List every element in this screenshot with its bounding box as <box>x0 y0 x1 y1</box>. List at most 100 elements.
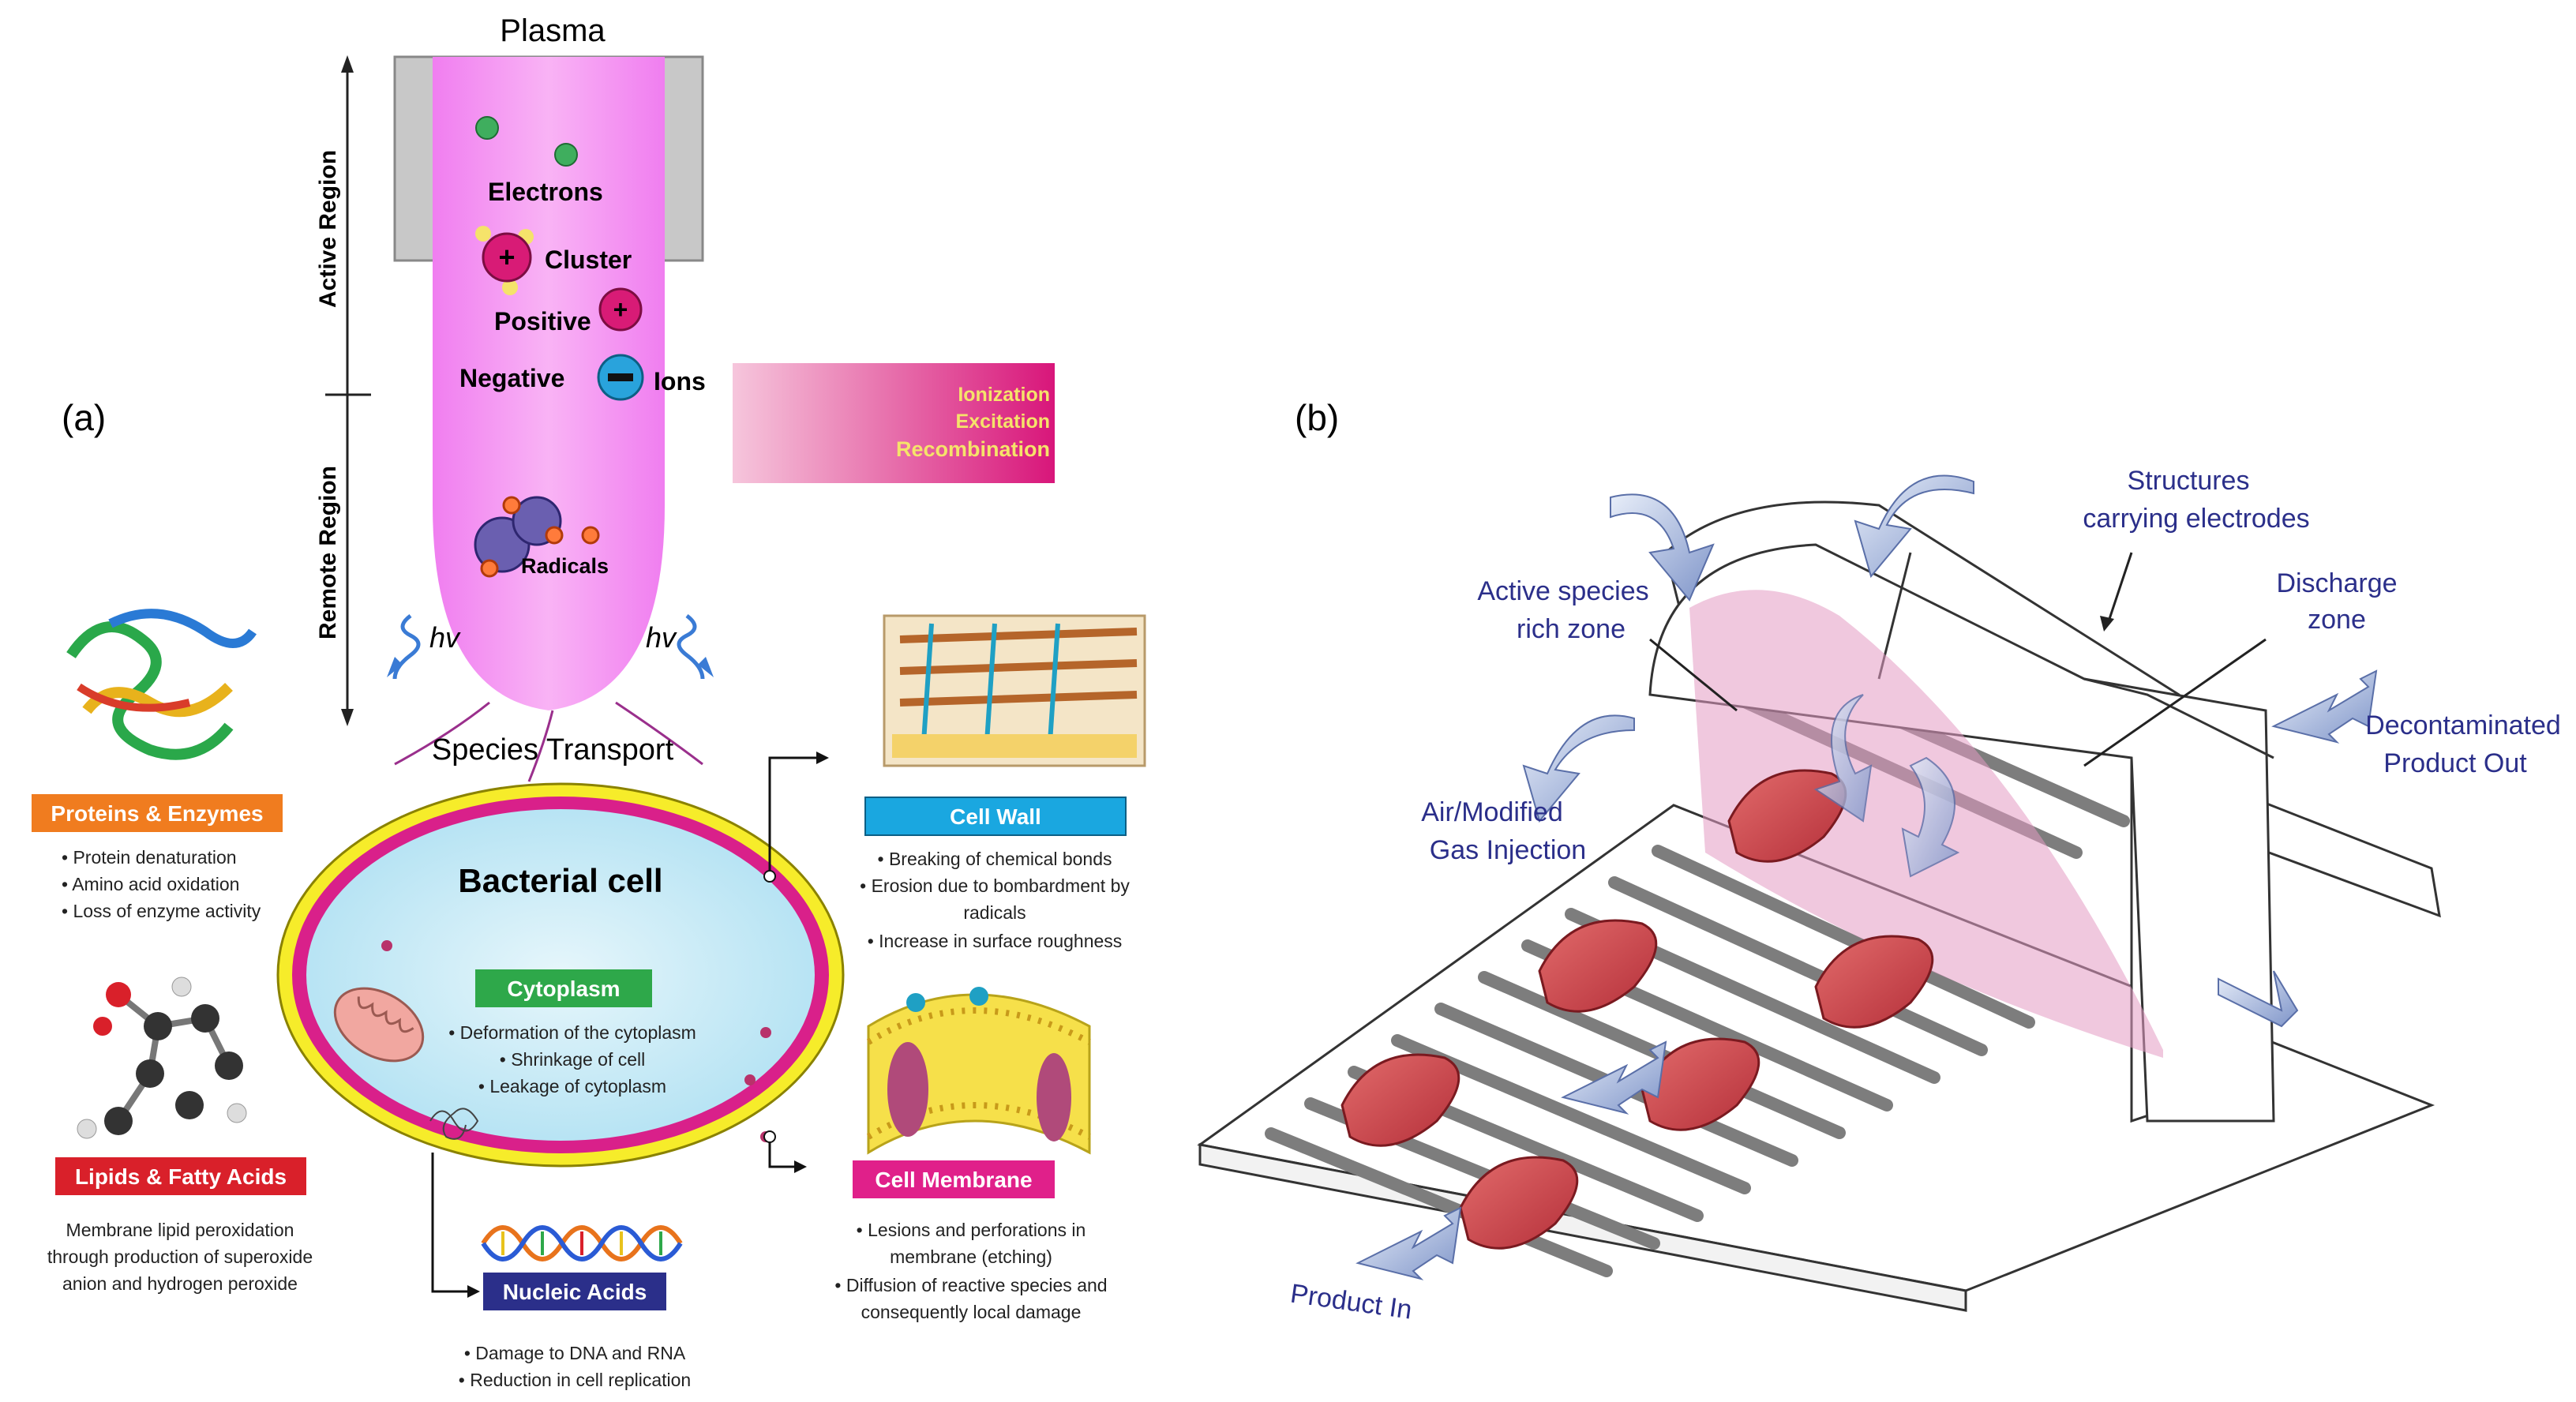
cluster-ion-icon <box>482 232 532 283</box>
nucleic-connector <box>431 1153 472 1293</box>
nucleic-acids-title: Nucleic Acids <box>503 1280 647 1304</box>
tunnel-seam <box>2083 677 2274 759</box>
arrow-right-icon <box>816 752 829 764</box>
meat-icon <box>1459 1156 1579 1250</box>
cytoplasm-bullet-3: • Leakage of cytoplasm <box>478 1076 666 1096</box>
electrons-label: Electrons <box>488 178 603 206</box>
cell-wall-label-box <box>864 797 1127 836</box>
panel-a: (a) Plasma Active Region Remote Region E… <box>32 13 1146 1390</box>
input-arrow-icon <box>1355 1206 1462 1280</box>
mitochondrion-icon <box>333 987 425 1063</box>
process-recombination: Recombination <box>896 437 1050 461</box>
decontaminated-label-2: Product Out <box>2383 748 2527 778</box>
panel-b-label: (b) <box>1295 397 1339 438</box>
connector-dot <box>763 1130 776 1143</box>
leader-line <box>2106 552 2133 624</box>
radicals-label: Radicals <box>521 554 609 578</box>
cell-membrane-text-2: membrane (etching) <box>890 1246 1052 1267</box>
hv-left-label: hv <box>429 621 461 654</box>
connector-dot <box>763 870 776 883</box>
process-excitation: Excitation <box>956 410 1050 433</box>
proteins-bullet-3: • Loss of enzyme activity <box>62 901 261 921</box>
photon-wave-icon <box>392 614 421 680</box>
positive-label: Positive <box>494 307 591 336</box>
nucleoid-icon <box>429 1108 479 1140</box>
photon-arrow-icon <box>698 657 714 677</box>
nucleic-bullet-1: • Damage to DNA and RNA <box>464 1343 686 1363</box>
meat-pieces <box>1340 769 1934 1250</box>
minus-icon <box>608 373 633 381</box>
bacterial-cell-title: Bacterial cell <box>458 862 662 899</box>
positive-ion-icon <box>598 287 643 332</box>
arrow-up-icon <box>341 55 354 73</box>
transport-arrow <box>615 701 703 766</box>
cytoplasm-bullet-2: • Shrinkage of cell <box>500 1049 646 1070</box>
cluster-label: Cluster <box>545 246 632 274</box>
remote-region-label: Remote Region <box>315 466 341 639</box>
cell-wall-text-3: radicals <box>963 902 1026 923</box>
meat-icon <box>1640 1037 1760 1131</box>
meat-icon <box>1814 935 1934 1029</box>
leader-line <box>2083 638 2267 767</box>
negative-label: Negative <box>459 364 564 392</box>
panel-b: (b) <box>1197 397 2561 1325</box>
radical-atom-icon <box>502 496 521 515</box>
transport-arrow <box>394 701 490 766</box>
meat-icon <box>1340 1053 1460 1147</box>
nucleic-acids-label-box <box>483 1273 666 1310</box>
flow-arrow-icon <box>1561 1040 1667 1115</box>
proteins-bullet-2: • Amino acid oxidation <box>62 874 239 894</box>
ribosome-icon <box>760 1027 771 1038</box>
cell-membrane-title: Cell Membrane <box>875 1168 1032 1192</box>
lipids-label-box <box>55 1157 306 1195</box>
cell-wall-title: Cell Wall <box>950 804 1041 829</box>
mitochondrion-cristae <box>357 996 414 1033</box>
radical-atom-icon <box>545 526 564 545</box>
cell-membrane-connector <box>768 1137 799 1168</box>
cell-membrane-bullet-1: • Lesions and perforations in <box>857 1220 1086 1240</box>
curved-flow-arrow-icon <box>1854 474 1974 579</box>
cell-wall-illustration <box>883 614 1146 767</box>
species-transport-label: Species Transport <box>432 733 674 767</box>
circulation-arrow-icon <box>1813 694 1873 823</box>
cell-wall-bullet-2: • Erosion due to bombardment by <box>860 875 1130 896</box>
radical-atom-icon <box>480 559 499 578</box>
plus-icon: + <box>498 241 515 273</box>
arrow-head-icon <box>2100 616 2114 632</box>
lipids-text-2: through production of superoxide <box>47 1246 313 1267</box>
photon-wave-icon <box>677 614 705 680</box>
ions-label: Ions <box>654 367 706 395</box>
ribosome-icon <box>744 1074 756 1085</box>
output-arrow-icon <box>2271 669 2378 744</box>
cell-membrane-text-4: consequently local damage <box>861 1302 1082 1322</box>
discharge-label-1: Discharge <box>2276 568 2397 598</box>
lipids-text-1: Membrane lipid peroxidation <box>66 1220 294 1240</box>
plus-icon: + <box>613 295 628 324</box>
hv-right-label: hv <box>646 621 677 654</box>
electron-icon <box>554 143 578 167</box>
curved-flow-arrow-icon <box>1522 714 1635 823</box>
proteins-title: Proteins & Enzymes <box>51 801 263 826</box>
lipids-text-3: anion and hydrogen peroxide <box>62 1273 298 1294</box>
decontaminated-label-1: Decontaminated <box>2365 710 2561 740</box>
side-arrow-icon <box>2218 970 2299 1028</box>
proteins-label-box <box>32 794 283 832</box>
cell-wall-bullet-4: • Increase in surface roughness <box>868 931 1123 951</box>
lipids-title: Lipids & Fatty Acids <box>75 1164 287 1189</box>
arrow-right-icon <box>467 1285 480 1298</box>
active-region-label: Active Region <box>315 150 341 308</box>
curved-flow-arrow-icon <box>1610 493 1715 602</box>
protein-structure-icon <box>66 609 257 760</box>
cluster-particle-icon <box>475 226 491 242</box>
cell-membrane-label-box <box>853 1160 1055 1198</box>
active-species-label-2: rich zone <box>1517 614 1625 644</box>
product-in-label: Product In <box>1288 1279 1414 1325</box>
cell-membrane-bullet-3: • Diffusion of reactive species and <box>834 1275 1107 1295</box>
cell-membrane-illustration <box>866 987 1091 1155</box>
plasma-title: Plasma <box>500 13 606 48</box>
cytoplasm-bullet-1: • Deformation of the cytoplasm <box>448 1022 696 1043</box>
transport-arrow <box>527 710 554 782</box>
radical-atom-icon <box>581 526 600 545</box>
process-box <box>733 363 1055 483</box>
